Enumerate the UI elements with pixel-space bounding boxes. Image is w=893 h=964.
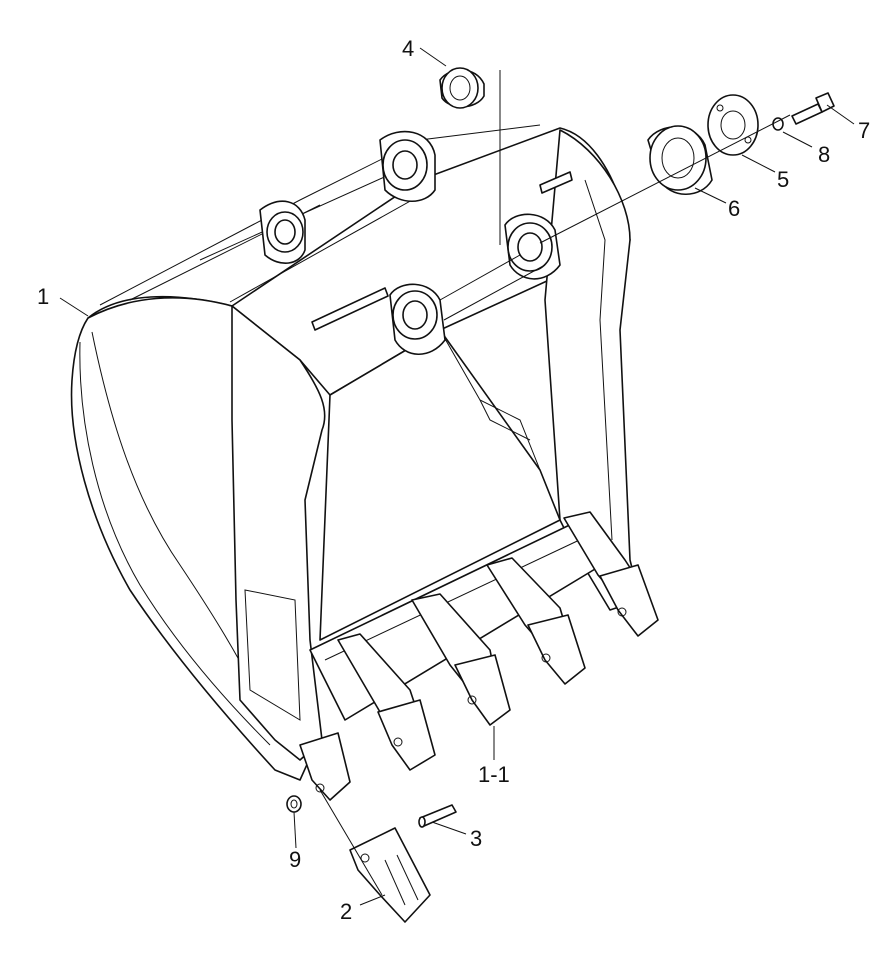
callout-4: 4 — [402, 36, 414, 61]
callout-3: 3 — [470, 826, 482, 851]
callout-1: 1 — [37, 284, 49, 309]
shim-ring — [647, 125, 713, 195]
callout-9: 9 — [289, 847, 301, 872]
callout-2: 2 — [340, 899, 352, 924]
bushing-cap — [439, 67, 485, 109]
callout-8: 8 — [818, 142, 830, 167]
callout-labels: 1 1-1 2 3 4 5 6 7 8 9 — [37, 36, 870, 924]
leader-lines — [59, 47, 855, 906]
plate — [707, 94, 759, 156]
pin — [418, 804, 457, 828]
callout-5: 5 — [777, 167, 789, 192]
bucket-body — [70, 124, 641, 781]
side-cutter — [349, 827, 431, 923]
callout-1-1: 1-1 — [478, 762, 510, 787]
linkage-bosses — [259, 130, 573, 355]
callout-6: 6 — [728, 196, 740, 221]
callout-7: 7 — [858, 118, 870, 143]
bucket-teeth — [299, 511, 659, 801]
washer — [286, 795, 302, 813]
bolt — [791, 92, 835, 125]
